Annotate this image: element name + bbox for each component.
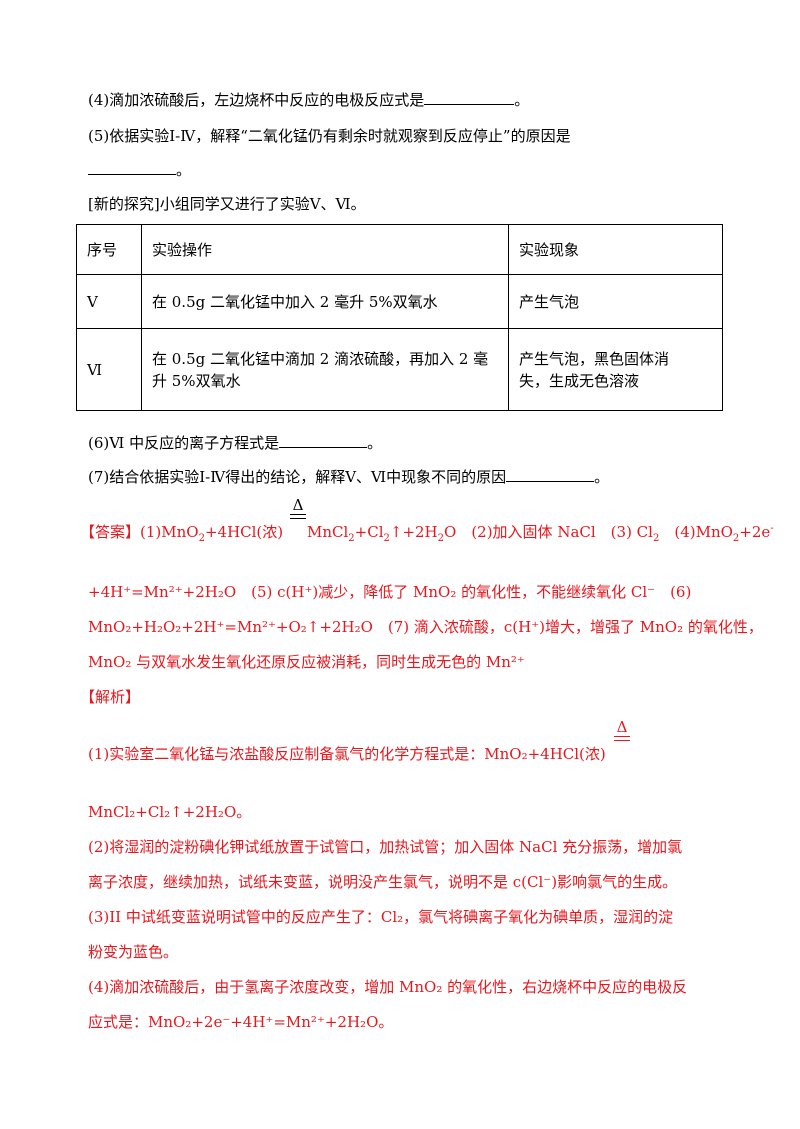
table-header-row: 序号 实验操作 实验现象 [76,224,723,275]
heating-delta-symbol: Δ [612,719,632,741]
answer-line-4: MnO₂ 与双氧水发生氧化还原反应被消耗，同时生成无色的 Mn²⁺ [88,653,525,671]
header-cell: 序号 [76,224,142,275]
question-6: (6)Ⅵ 中反应的离子方程式是。 [88,433,383,452]
answer-tag: 【答案】 [80,523,141,541]
answer-blank [424,90,515,105]
header-cell: 实验操作 [141,224,509,275]
answer-blank [506,467,595,482]
question-5: (5)依据实验Ⅰ-Ⅳ，解释“二氧化锰仍有剩余时就观察到反应停止”的原因是 [88,127,571,145]
answer-line-1: 【答案】(1)MnO2+4HCl(浓) MnCl2+Cl2↑+2H2O (2)加… [80,523,774,544]
question-4: (4)滴加浓硫酸后，左边烧杯中反应的电极反应式是。 [88,90,530,109]
analysis-2b: 离子浓度，继续加热，试纸未变蓝，说明没产生氯气，说明不是 c(Cl⁻)影响氯气的… [88,873,678,891]
analysis-4a: (4)滴加浓硫酸后，由于氢离子浓度改变，增加 MnO₂ 的氧化性，右边烧杯中反应… [88,978,688,996]
heating-delta-symbol: Δ [288,497,308,519]
analysis-3a: (3)II 中试纸变蓝说明试管中的反应产生了：Cl₂，氯气将碘离子氧化为碘单质，… [88,908,674,926]
analysis-2a: (2)将湿润的淀粉碘化钾试纸放置于试管口，加热试管；加入固体 NaCl 充分振荡… [88,838,683,856]
row-observation: 产生气泡 [508,274,723,329]
row-operation: 在 0.5g 二氧化锰中滴加 2 滴浓硫酸，再加入 2 毫 升 5%双氧水 [141,328,509,411]
answer-line-2: +4H⁺=Mn²⁺+2H₂O (5) c(H⁺)减少，降低了 MnO₂ 的氧化性… [88,583,692,601]
analysis-1: (1)实验室二氧化锰与浓盐酸反应制备氯气的化学方程式是：MnO₂+4HCl(浓) [88,745,606,763]
row-operation: 在 0.5g 二氧化锰中加入 2 毫升 5%双氧水 [141,274,509,329]
row-id: Ⅴ [76,274,142,329]
question-7: (7)结合依据实验Ⅰ-Ⅳ得出的结论，解释Ⅴ、Ⅵ中现象不同的原因。 [88,467,610,486]
row-observation: 产生气泡，黑色固体消 失，生成无色溶液 [508,328,723,411]
experiment-table: 序号 实验操作 实验现象 Ⅴ 在 0.5g 二氧化锰中加入 2 毫升 5%双氧水… [76,224,723,411]
row-id: Ⅵ [76,328,142,411]
table-row: Ⅴ 在 0.5g 二氧化锰中加入 2 毫升 5%双氧水 产生气泡 [76,274,723,329]
analysis-1-cont: MnCl₂+Cl₂↑+2H₂O。 [88,803,252,821]
answer-blank [88,160,176,175]
header-cell: 实验现象 [508,224,723,275]
table-row: Ⅵ 在 0.5g 二氧化锰中滴加 2 滴浓硫酸，再加入 2 毫 升 5%双氧水 … [76,328,723,411]
question-5-blank-line: 。 [88,160,191,180]
answer-line-3: MnO₂+H₂O₂+2H⁺=Mn²⁺+O₂↑+2H₂O (7) 滴入浓硫酸，c(… [88,618,763,636]
analysis-4b: 应式是：MnO₂+2e⁻+4H⁺=Mn²⁺+2H₂O。 [88,1013,394,1031]
analysis-3b: 粉变为蓝色。 [88,943,179,961]
new-explore-heading: [新的探究]小组同学又进行了实验Ⅴ、Ⅵ。 [88,195,366,213]
answer-blank [279,433,368,448]
analysis-tag: 【解析】 [80,688,141,706]
